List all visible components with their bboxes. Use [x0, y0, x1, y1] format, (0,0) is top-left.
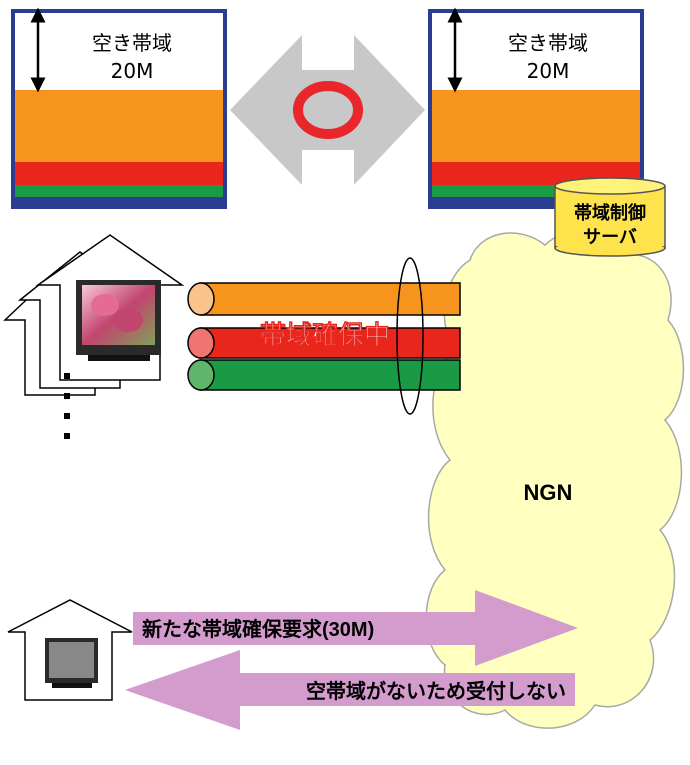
request-arrow-label: 新たな帯域確保要求(30M)	[142, 617, 374, 641]
dot-4	[64, 433, 70, 439]
ok-circle-icon	[293, 81, 363, 139]
right-free-label: 空き帯域	[508, 31, 588, 55]
server-label-line1: 帯域制御	[574, 202, 646, 223]
new-house	[7, 599, 133, 701]
pipe-bundle-ring	[396, 257, 424, 415]
bandwidth-control-server: 帯域制御 サーバ	[554, 177, 666, 257]
ngn-cloud: NGN	[425, 230, 685, 729]
tv-icon	[76, 280, 161, 361]
left-free-value: 20M	[111, 59, 154, 83]
right-orange-band	[432, 90, 640, 162]
left-red-band	[15, 162, 223, 185]
request-arrow: 新たな帯域確保要求(30M)	[133, 590, 578, 666]
right-free-value: 20M	[527, 59, 570, 83]
server-label-line2: サーバ	[583, 227, 637, 247]
dot-2	[64, 393, 70, 399]
left-bandwidth-panel: 空き帯域 20M	[11, 7, 227, 209]
tv-icon-small	[45, 638, 98, 688]
bandwidth-pipes: 帯域確保中	[187, 257, 461, 415]
reject-arrow: 空帯域がないため受付しない	[125, 650, 575, 730]
red-pipe	[199, 327, 461, 359]
left-orange-band	[15, 90, 223, 162]
right-bandwidth-panel: 空き帯域 20M	[428, 7, 644, 209]
left-free-label: 空き帯域	[92, 31, 172, 55]
pipe-label: 帯域確保中	[260, 320, 390, 350]
house-stack	[3, 234, 185, 439]
ngn-label: NGN	[524, 480, 573, 505]
equivalence-arrow	[230, 35, 425, 185]
dot-1	[64, 373, 70, 379]
reject-arrow-label: 空帯域がないため受付しない	[306, 679, 566, 703]
green-pipe	[199, 359, 461, 391]
left-green-band	[15, 185, 223, 197]
dot-3	[64, 413, 70, 419]
